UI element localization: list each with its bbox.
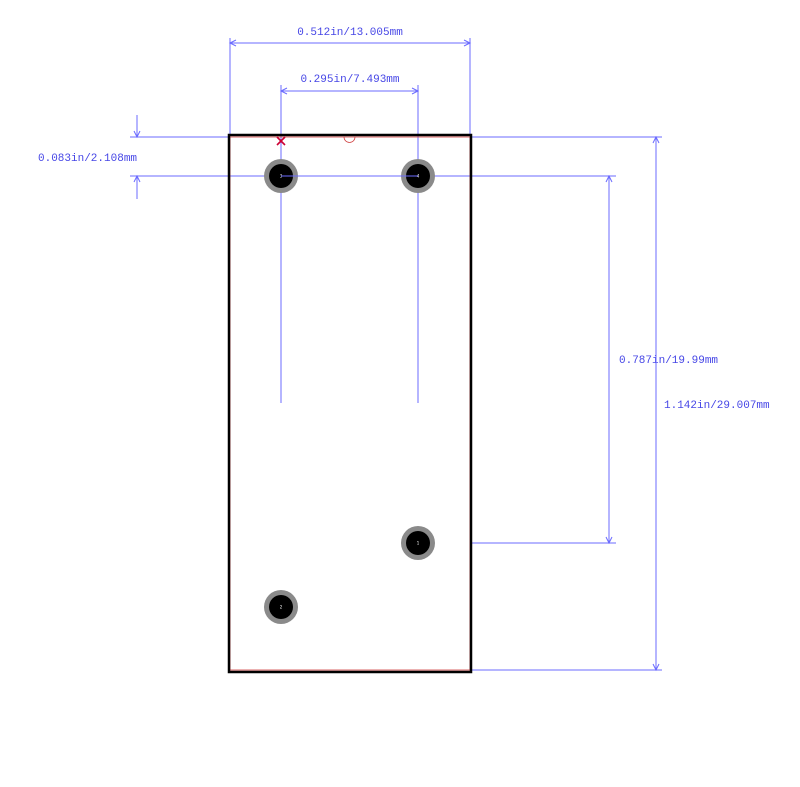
dimension-label-overall-width: 0.512in/13.005mm	[297, 27, 403, 39]
pad-number: 2	[280, 605, 283, 610]
dimension-label-overall-height: 1.142in/29.007mm	[664, 400, 770, 412]
dimension-pin-spacing-y: 0.787in/19.99mm	[472, 174, 718, 545]
dimension-top-offset: 0.083in/2.108mm	[38, 115, 616, 199]
dimension-overall-height: 1.142in/29.007mm	[472, 135, 770, 672]
pin1-cross-icon	[276, 136, 286, 146]
pin1-notch-icon	[343, 136, 356, 143]
dimension-label-pin-spacing-x: 0.295in/7.493mm	[300, 74, 399, 86]
pad-number: 1	[417, 541, 420, 546]
courtyard-outline	[229, 136, 471, 671]
dimension-label-top-offset: 0.083in/2.108mm	[38, 153, 137, 165]
dimension-overall-width: 0.512in/13.005mm	[228, 27, 472, 135]
pad: 2	[264, 590, 298, 624]
component-outline	[227, 133, 473, 674]
pad: 1	[401, 526, 435, 560]
pad-number: 4	[417, 174, 420, 179]
dimension-pin-spacing-x: 0.295in/7.493mm	[279, 74, 420, 403]
dimension-label-pin-spacing-y: 0.787in/19.99mm	[619, 355, 718, 367]
